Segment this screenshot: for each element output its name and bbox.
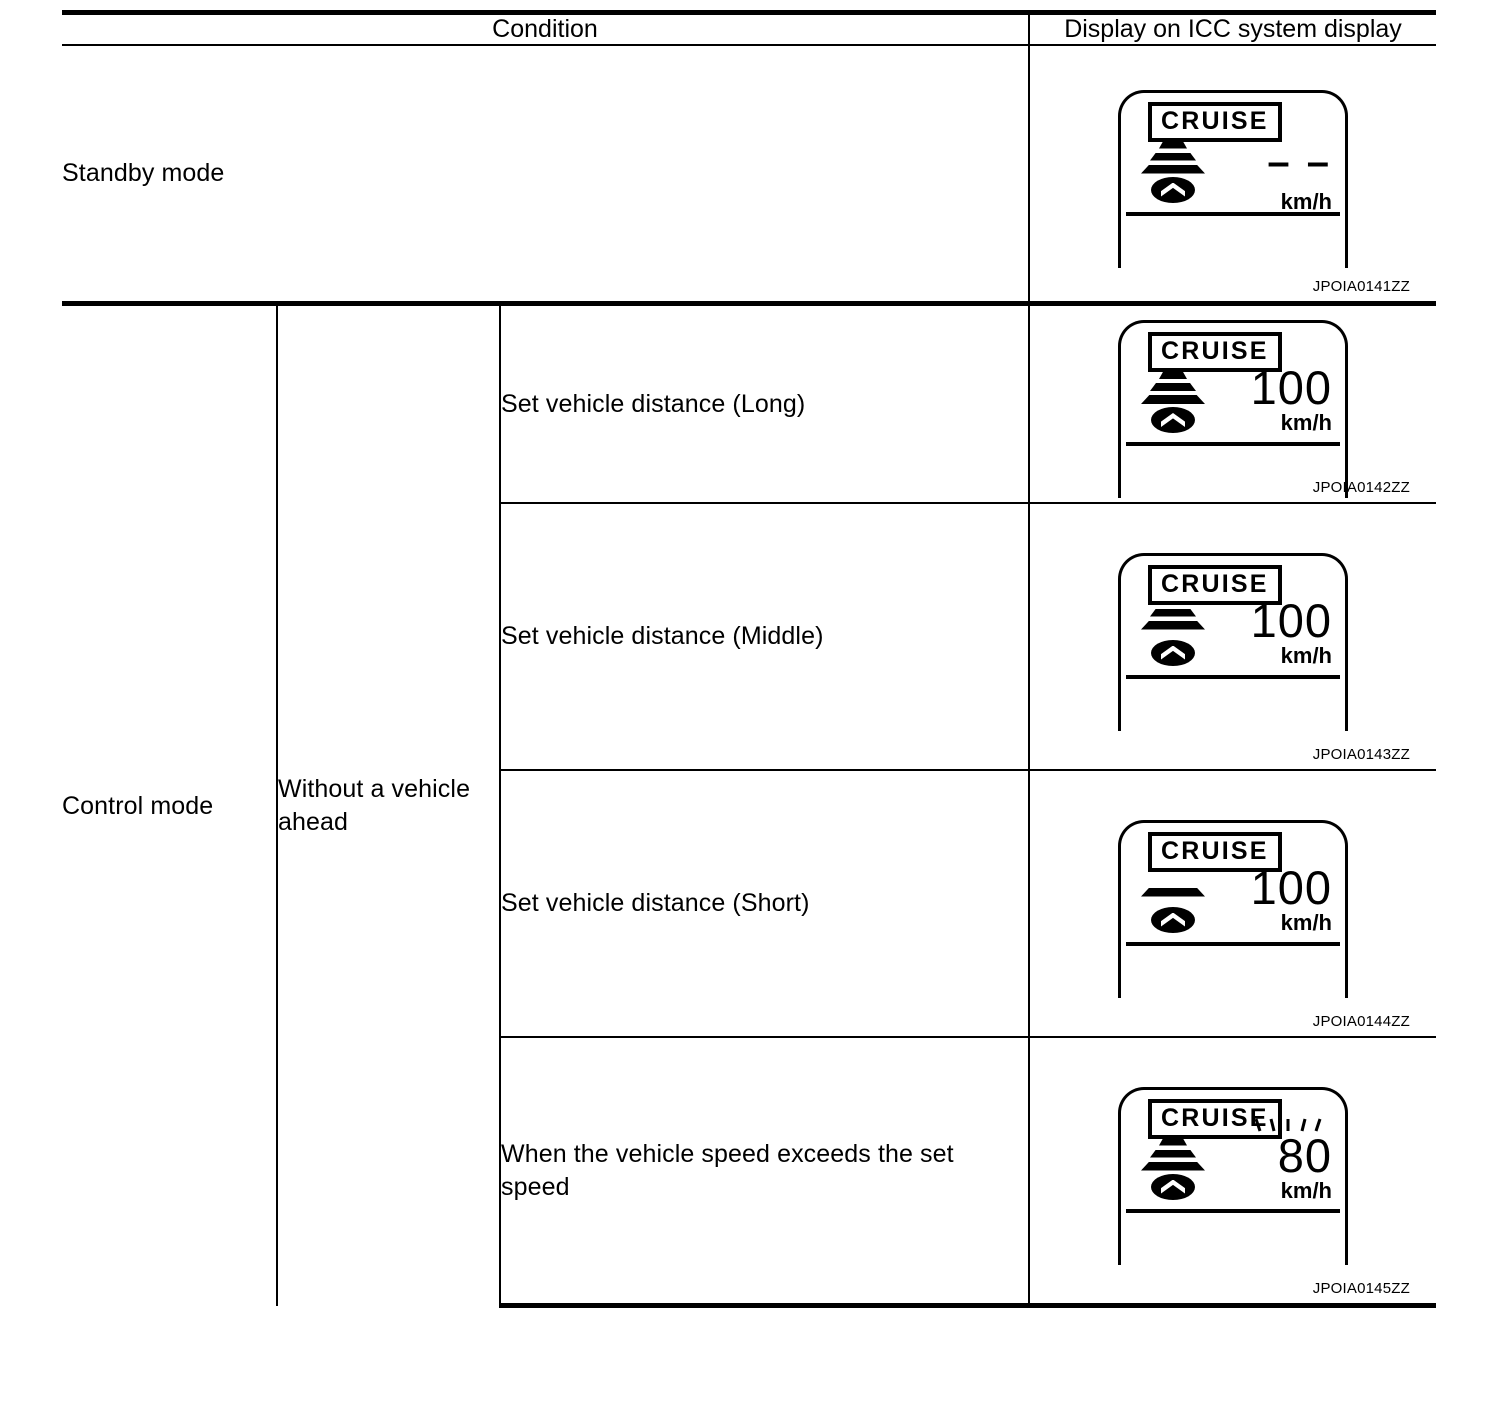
distance-bar-2 xyxy=(1150,1149,1196,1158)
distance-indicator-icon xyxy=(1136,872,1210,938)
speed-value: 80 xyxy=(1277,1128,1332,1182)
distance-indicator-icon xyxy=(1136,1138,1210,1205)
row-mode-control: Control mode xyxy=(62,791,214,820)
icc-divider-line xyxy=(1126,211,1340,216)
speed-readout: 100 km/h xyxy=(1228,593,1332,668)
distance-bar-3 xyxy=(1141,164,1205,174)
row-condition-exceeds-set-speed: When the vehicle speed exceeds the set s… xyxy=(499,1037,1029,1308)
icc-divider-line xyxy=(1126,674,1340,679)
row-condition-middle: Set vehicle distance (Middle) xyxy=(499,503,1029,771)
display-cell-short: CRUISE 100 km/h JPOIA0144ZZ xyxy=(1028,770,1436,1038)
speed-value: 100 xyxy=(1250,593,1332,647)
cruise-badge: CRUISE xyxy=(1148,831,1282,872)
cruise-badge: CRUISE xyxy=(1148,564,1282,605)
icc-display-graphic: CRUISE 100 km/h xyxy=(1118,320,1348,498)
icc-display-graphic: CRUISE xyxy=(1118,1086,1348,1265)
distance-bar-2 xyxy=(1150,383,1196,391)
speed-unit: km/h xyxy=(1280,1177,1332,1203)
icc-divider-line xyxy=(1126,442,1340,446)
display-cell-long: CRUISE 100 km/h JPOIA0142ZZ xyxy=(1028,303,1436,504)
distance-indicator-icon xyxy=(1136,605,1210,671)
row-condition-long: Set vehicle distance (Long) xyxy=(499,303,1029,504)
speed-value: 100 xyxy=(1250,860,1332,914)
figure-id: JPOIA0141ZZ xyxy=(1312,278,1410,295)
distance-bar-1 xyxy=(1159,372,1187,379)
display-cell-middle: CRUISE 100 km/h JPOIA0143ZZ xyxy=(1028,503,1436,771)
icc-frame xyxy=(1118,819,1348,998)
distance-bar-3 xyxy=(1141,1161,1205,1171)
icc-divider-line xyxy=(1126,1208,1340,1213)
icc-display-table: Condition Display on ICC system display … xyxy=(62,10,1436,1308)
row-sub-without-vehicle-ahead: Without a vehicle ahead xyxy=(276,303,500,1306)
table-row: Set vehicle distance (Middle) CRUISE 100… xyxy=(62,503,1436,771)
figure-id: JPOIA0144ZZ xyxy=(1312,1013,1410,1030)
speed-readout: 80 km/h xyxy=(1228,1117,1332,1203)
blinking-indicator-icon xyxy=(1228,1117,1332,1133)
vehicle-oval-icon xyxy=(1151,639,1195,666)
distance-bar-1 xyxy=(1159,1138,1187,1146)
speed-unit: km/h xyxy=(1280,642,1332,668)
distance-indicator-icon xyxy=(1136,141,1210,208)
icc-frame xyxy=(1118,89,1348,268)
table-row: Set vehicle distance (Short) CRUISE 100 … xyxy=(62,770,1436,1038)
icc-frame xyxy=(1118,320,1348,498)
cruise-badge: CRUISE xyxy=(1148,332,1282,372)
speed-value: – – xyxy=(1267,139,1332,184)
display-cell-exceeds: CRUISE xyxy=(1028,1037,1436,1308)
speed-unit: km/h xyxy=(1280,909,1332,935)
table-row: When the vehicle speed exceeds the set s… xyxy=(62,1037,1436,1308)
table-row: Standby mode CRUISE – – km/h JPOIA0141 xyxy=(62,45,1436,306)
distance-bar-1 xyxy=(1159,141,1187,149)
row-mode-standby: Standby mode xyxy=(62,45,1029,306)
figure-id: JPOIA0145ZZ xyxy=(1312,1280,1410,1297)
distance-bar-3 xyxy=(1141,395,1205,404)
row-condition-short: Set vehicle distance (Short) xyxy=(499,770,1029,1038)
header-condition: Condition xyxy=(62,10,1029,46)
distance-bar-3 xyxy=(1141,887,1205,897)
header-display: Display on ICC system display xyxy=(1028,10,1436,46)
icc-display-graphic: CRUISE – – km/h xyxy=(1118,89,1348,268)
vehicle-oval-icon xyxy=(1151,407,1195,433)
vehicle-oval-icon xyxy=(1151,176,1195,203)
table-row: Control mode Without a vehicle ahead Set… xyxy=(62,303,1436,1306)
vehicle-oval-icon xyxy=(1151,906,1195,933)
speed-readout: 100 km/h xyxy=(1228,860,1332,935)
cruise-badge: CRUISE xyxy=(1148,101,1282,142)
speed-unit: km/h xyxy=(1280,410,1332,436)
table-header-row: Condition Display on ICC system display xyxy=(62,10,1436,46)
distance-bar-3 xyxy=(1141,620,1205,630)
icc-divider-line xyxy=(1126,941,1340,946)
distance-indicator-icon xyxy=(1136,372,1210,438)
speed-readout: – – km/h xyxy=(1228,136,1332,214)
speed-unit: km/h xyxy=(1280,188,1332,214)
icc-frame xyxy=(1118,552,1348,731)
display-cell-standby: CRUISE – – km/h JPOIA0141ZZ xyxy=(1028,45,1436,306)
cruise-badge: CRUISE xyxy=(1148,1098,1282,1139)
speed-value: 100 xyxy=(1250,361,1332,414)
speed-readout: 100 km/h xyxy=(1228,361,1332,436)
figure-id: JPOIA0142ZZ xyxy=(1312,479,1410,496)
figure-id: JPOIA0143ZZ xyxy=(1312,746,1410,763)
icc-display-graphic: CRUISE 100 km/h xyxy=(1118,819,1348,998)
icc-frame xyxy=(1118,1086,1348,1265)
vehicle-oval-icon xyxy=(1151,1173,1195,1200)
distance-bar-2 xyxy=(1150,608,1196,617)
icc-display-graphic: CRUISE 100 km/h xyxy=(1118,552,1348,731)
distance-bar-2 xyxy=(1150,152,1196,161)
